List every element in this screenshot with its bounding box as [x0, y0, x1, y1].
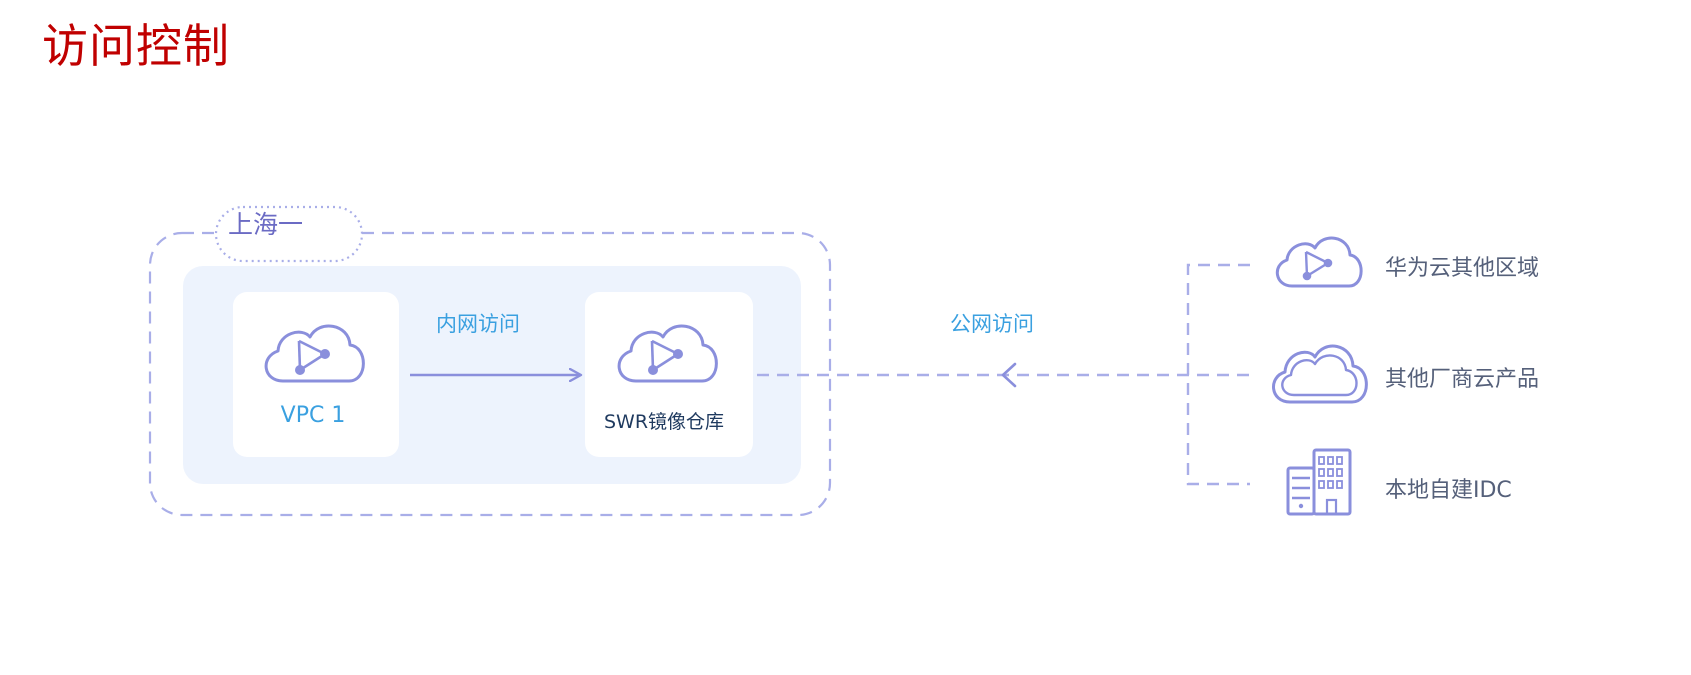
swr-label: SWR镜像仓库	[603, 411, 725, 433]
cloud-icon	[1272, 344, 1368, 404]
vpc-label: VPC 1	[280, 403, 346, 428]
region-label: 上海一	[228, 210, 304, 239]
region-boundary	[148, 231, 832, 517]
vpc-card	[233, 292, 399, 457]
external-source-label: 华为云其他区域	[1385, 256, 1540, 281]
cloud-network-icon	[264, 324, 365, 383]
cloud-network-icon	[617, 324, 718, 383]
page-title: 访问控制	[42, 19, 230, 73]
external-source-label: 其他厂商云产品	[1385, 367, 1540, 392]
inner-access-label: 内网访问	[436, 312, 520, 336]
region-label-pill	[214, 205, 364, 263]
cloud-network-icon	[1276, 236, 1363, 288]
external-sources-bracket	[1186, 263, 1250, 486]
external-source-label: 本地自建IDC	[1385, 478, 1512, 503]
building-icon	[1286, 448, 1352, 516]
swr-card	[585, 292, 753, 457]
public-access-arrowhead	[1001, 362, 1017, 388]
public-access-label: 公网访问	[950, 312, 1034, 336]
